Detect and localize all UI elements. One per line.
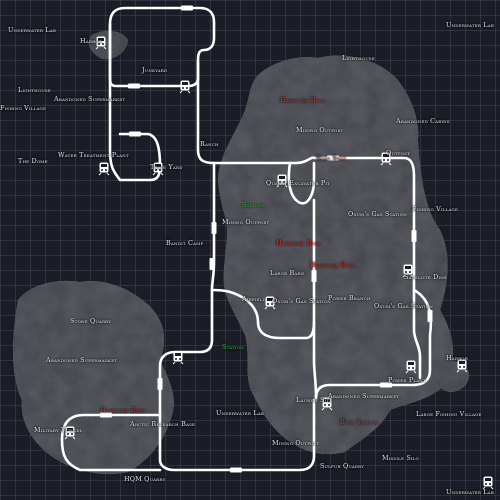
- stop-marker: [100, 412, 112, 418]
- rail-stop-markers: [100, 5, 433, 473]
- southwest-island: [13, 280, 174, 475]
- rail-east-upper: [212, 156, 416, 292]
- label-arctic-research-base: Arctic Research Base: [130, 420, 196, 428]
- label-missile-silo: Missile Silo: [382, 454, 420, 462]
- train-icon[interactable]: [405, 360, 417, 374]
- label-water-treatment-plant: Water Treatment Plant: [58, 151, 129, 159]
- label-harbor: Harbor: [80, 37, 102, 45]
- label-satellite-dish: Satellite Dish: [404, 273, 447, 281]
- label-underwater-lab: Underwater Lab: [446, 488, 495, 496]
- label-sulfur-quarry: Sulfur Quarry: [320, 462, 365, 470]
- rail-excavator-loop: [287, 161, 316, 205]
- stop-marker: [327, 155, 339, 161]
- label-mining-outpost: Mining Outpost: [296, 126, 344, 134]
- label-station: Station: [222, 343, 244, 351]
- label-boss-marker: Hardcore Boss: [276, 239, 321, 247]
- label-military-tunnel: Military Tunnel: [34, 426, 83, 434]
- label-mining-outpost: Mining Outpost: [222, 218, 270, 226]
- label-outpost: Outpost: [386, 149, 411, 157]
- label-junkyard: Junkyard: [142, 66, 168, 74]
- label-launch-site: Launch Site: [296, 396, 333, 404]
- label-underwater-lab: Underwater Lab: [216, 409, 265, 417]
- label-oxums-gas-station: Oxum's Gas Station: [348, 210, 407, 218]
- rail-center-east: [312, 198, 318, 400]
- rail-east-branch: [412, 288, 422, 380]
- rail-airfield-hook: [210, 288, 316, 340]
- rail-southwest-loop: [60, 413, 162, 472]
- label-large-fishing-village: Large Fishing Village: [416, 410, 482, 418]
- stop-marker: [128, 83, 140, 89]
- label-boss-marker: Boss Station: [340, 418, 379, 426]
- label-abandoned-supermarket: Abandoned Supermarket: [328, 392, 400, 400]
- label-airfield: Airfield: [242, 295, 266, 303]
- stop-marker: [157, 378, 163, 390]
- label-quarry-excavator-pit: Quarry Excavator Pit: [266, 179, 330, 187]
- label-power-branch: Power Branch: [328, 294, 371, 302]
- label-lighthouse: Lighthouse: [342, 54, 375, 62]
- stop-marker: [411, 230, 417, 242]
- label-large-barn: Large Barn: [270, 269, 305, 277]
- label-lighthouse: Lighthouse: [18, 86, 51, 94]
- train-icon[interactable]: [179, 80, 191, 94]
- label-boss-marker: Hardcore Boss: [310, 261, 355, 269]
- label-hqm-quarry: HQM Quarry: [124, 475, 166, 483]
- rail-north-spine: [108, 22, 162, 182]
- label-train-yard: Train Yard: [150, 163, 183, 171]
- stop-marker: [230, 467, 242, 473]
- label-boss-marker: Hardcore Boss: [280, 96, 325, 104]
- train-icon[interactable]: [172, 351, 184, 365]
- label-boss-marker: Hardcore Boss: [100, 406, 145, 414]
- land-masses: [13, 30, 469, 475]
- label-power-plant: Power Plant: [388, 376, 426, 384]
- main-island: [218, 55, 454, 455]
- stop-marker: [311, 270, 317, 282]
- label-boss-marker: Boss Spot: [316, 154, 347, 162]
- label-underwater-lab: Underwater Lab: [446, 21, 495, 29]
- stop-marker: [211, 222, 217, 234]
- label-underwater-lab: Underwater Lab: [8, 26, 57, 34]
- label-abandoned-supermarket: Abandoned Supermarket: [54, 95, 126, 103]
- stop-marker: [380, 382, 392, 388]
- label-mining-outpost: Mining Outpost: [272, 439, 320, 447]
- stop-marker: [129, 131, 141, 137]
- label-the-dome: The Dome: [18, 157, 48, 165]
- stop-marker: [427, 310, 433, 322]
- rail-north-return: [196, 60, 216, 165]
- label-fishing-village: Fishing Village: [412, 205, 459, 213]
- label-abandoned-cabins: Abandoned Cabins: [396, 117, 450, 125]
- label-harbor: Harbor: [446, 354, 468, 362]
- label-bandit-camp: Bandit Camp: [166, 239, 204, 247]
- stop-marker: [181, 5, 193, 11]
- label-ranch: Ranch: [200, 140, 219, 148]
- label-stone-quarry: Stone Quarry: [70, 317, 112, 325]
- label-fishing-village: Fishing Village: [0, 104, 47, 112]
- label-oxums-gas-station: Oxum's Gas Station: [374, 302, 433, 310]
- label-oxums-gas-station: Oxum's Gas Station: [272, 297, 331, 305]
- label-station: Station: [242, 201, 264, 209]
- stop-marker: [209, 258, 215, 270]
- label-abandoned-supermarket: Abandoned Supermarket: [46, 356, 118, 364]
- train-icon[interactable]: [98, 162, 110, 176]
- rail-central-trunk: [158, 161, 316, 472]
